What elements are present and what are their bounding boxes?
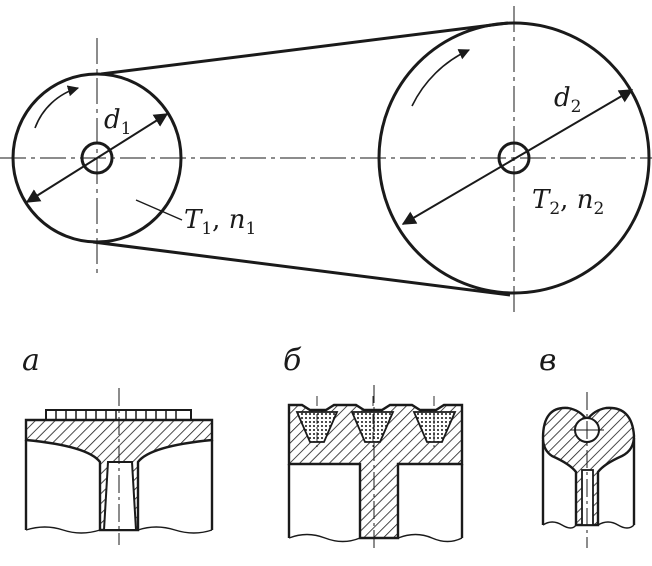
v-pulley-body-outline [287,464,464,538]
pulley-1-leader-line [135,199,183,221]
section-label-a: а [22,343,40,378]
v-belt-pulley-section [287,385,464,552]
pulley-1-rim [11,72,183,244]
pulley-2-diameter-label: d2 [554,83,581,117]
pulley-1-torque-speed-label: T1, n1 [184,205,256,239]
round-pulley-body-outline [541,438,636,525]
v-belt-3 [412,411,457,443]
belt-drive-view: d1 T1, n1 d2 T2, n2 [0,6,652,312]
flat-belt-teeth [55,410,177,420]
v-pulley-rim-web [287,403,464,540]
pulley-2-rotation-arrow [411,49,471,107]
round-belt-pulley-section [541,392,636,548]
pulley-2-diameter-dimension [401,89,634,225]
belt-upper-run [100,21,509,76]
round-pulley-rim-web [541,406,636,527]
flat-pulley-bore [102,461,138,531]
flat-pulley-body-outline [24,440,214,530]
pulley-2-torque-speed-label: T2, n2 [532,185,604,219]
round-pulley-break-line [542,521,635,529]
v-belt-2 [350,411,395,443]
pulley-1-diameter-dimension [25,113,169,203]
flat-pulley-break-line [25,526,213,534]
belt-lower-run [92,240,511,297]
pulley-2-rim [377,21,651,295]
section-label-v: в [539,343,556,378]
pulley-1-diameter-label: d1 [104,105,131,139]
pulley-1-rotation-arrow [34,85,80,129]
flat-belt-pulley-section [24,388,214,545]
section-label-b: б [283,343,302,378]
v-pulley-break-line [288,533,463,543]
